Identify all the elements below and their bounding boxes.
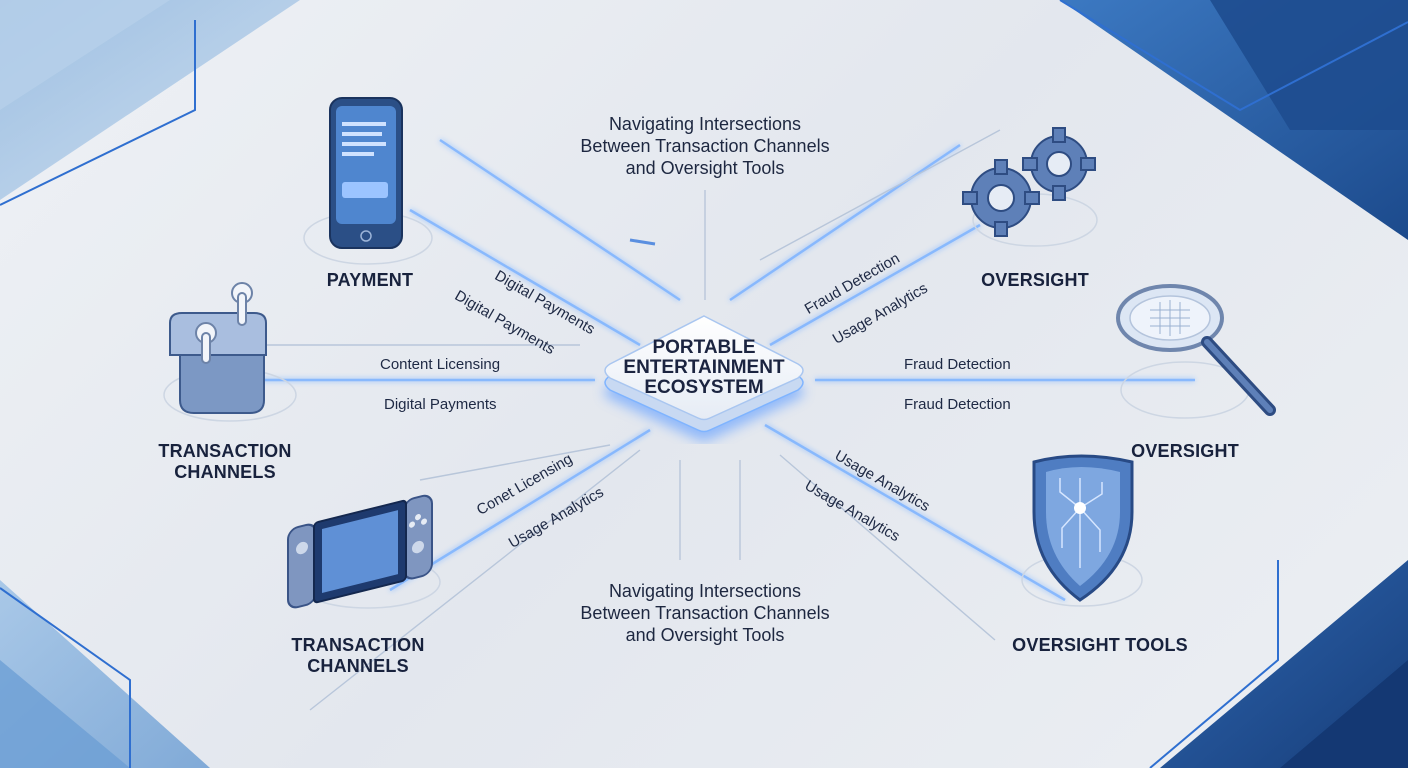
node-label-line: CHANNELS xyxy=(174,462,276,482)
connection-label: Fraud Detection xyxy=(904,396,1011,413)
link-gears xyxy=(769,223,981,347)
link-console xyxy=(389,428,651,592)
node-label-transaction-channels: TRANSACTION CHANNELS xyxy=(268,635,448,677)
handheld-console-icon xyxy=(287,494,441,609)
subtitle-bottom: Navigating Intersections Between Transac… xyxy=(540,580,870,646)
subtitle-top: Navigating Intersections Between Transac… xyxy=(540,113,870,179)
magnifier-icon xyxy=(1116,284,1276,419)
smartphone-icon xyxy=(303,97,433,265)
subtitle-line: Between Transaction Channels xyxy=(580,136,830,156)
subtitle-line: and Oversight Tools xyxy=(625,158,785,178)
hub-title: PORTABLE ENTERTAINMENT ECOSYSTEM xyxy=(604,338,804,398)
node-label-oversight: OVERSIGHT xyxy=(981,270,1089,290)
connection-label: Fraud Detection xyxy=(904,356,1011,373)
shield-icon xyxy=(1021,454,1143,607)
subtitle-line: Between Transaction Channels xyxy=(580,603,830,623)
subtitle-line: Navigating Intersections xyxy=(608,581,802,601)
node-label-payment: PAYMENT xyxy=(326,270,414,290)
hub-title-line: ECOSYSTEM xyxy=(644,377,764,398)
subtitle-line: Navigating Intersections xyxy=(608,114,802,134)
subtitle-line: and Oversight Tools xyxy=(625,625,785,645)
connection-label: Digital Payments xyxy=(384,396,497,413)
node-label-line: CHANNELS xyxy=(307,656,409,676)
link-shield xyxy=(764,423,1066,602)
earbuds-icon xyxy=(163,282,297,422)
link-phone xyxy=(409,208,641,347)
node-label-transaction-channels: TRANSACTION CHANNELS xyxy=(135,441,315,483)
node-label-line: TRANSACTION xyxy=(158,441,292,461)
connection-label: Content Licensing xyxy=(380,356,501,373)
hub-title-line: PORTABLE xyxy=(652,337,756,358)
hub-platform xyxy=(604,315,804,442)
gears-icon xyxy=(962,127,1098,247)
hub-title-line: ENTERTAINMENT xyxy=(623,357,785,378)
node-label-oversight: OVERSIGHT xyxy=(1131,441,1239,461)
node-label-oversight-tools: OVERSIGHT TOOLS xyxy=(1012,635,1188,655)
node-label-line: TRANSACTION xyxy=(291,635,425,655)
